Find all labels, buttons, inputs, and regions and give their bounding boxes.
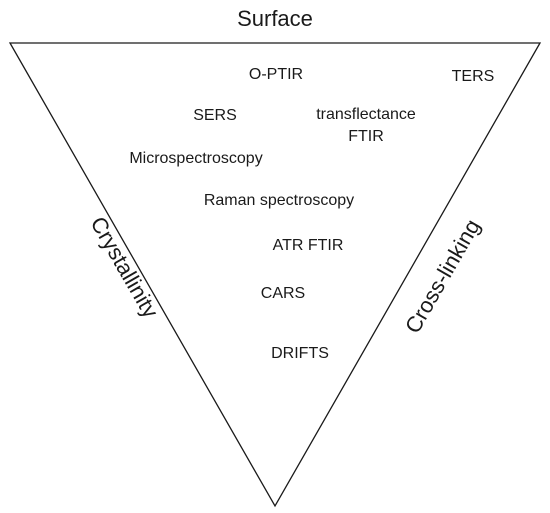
inverted-triangle [8, 42, 542, 508]
transflectance-label: transflectance [316, 106, 416, 123]
cars-label: CARS [261, 285, 305, 302]
o-ptir-label: O-PTIR [249, 66, 303, 83]
drifts-label: DRIFTS [271, 345, 329, 362]
cross-linking-label: Cross-linking [400, 215, 485, 338]
atr-ftir-label: ATR FTIR [273, 237, 344, 254]
sers-label: SERS [193, 107, 237, 124]
microspectroscopy-label: Microspectroscopy [129, 150, 262, 167]
raman-spectroscopy-label: Raman spectroscopy [204, 192, 354, 209]
ftir-label: FTIR [348, 128, 384, 145]
surface-label: Surface [237, 6, 313, 31]
ters-label: TERS [452, 68, 495, 85]
crystallinity-label: Crystallinity [86, 212, 164, 322]
